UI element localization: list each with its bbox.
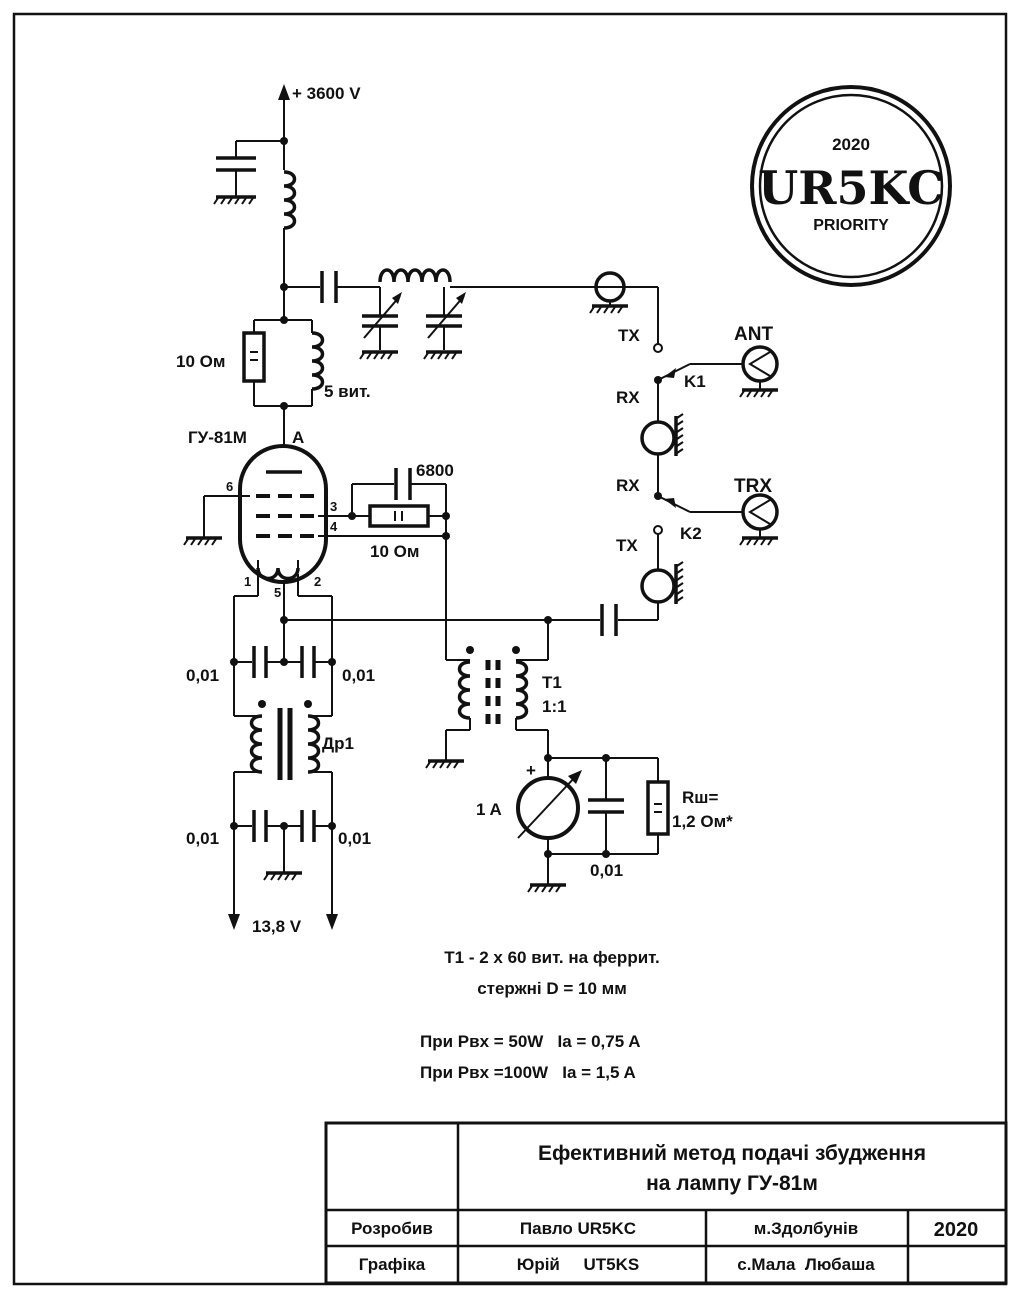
- choke-label: Др1: [322, 734, 354, 753]
- ground-icon: [213, 195, 256, 205]
- ground-icon: [527, 883, 566, 893]
- tube-gu81m: ГУ-81М A 6 3 4 1 5 2: [183, 428, 446, 600]
- choke-winding-icon: [249, 714, 263, 774]
- shunt-label: Rш=: [682, 788, 718, 807]
- anode-pin-label: A: [292, 428, 304, 447]
- title-block: Ефективний метод подачі збудження на лам…: [324, 1121, 1008, 1285]
- coax-connector-icon: [640, 420, 676, 456]
- row1-name: Павло UR5KC: [520, 1219, 636, 1238]
- title-line1: Ефективний метод подачі збудження: [538, 1142, 926, 1165]
- t1-ratio-label: 1:1: [542, 697, 567, 716]
- note-line4: При Рвх =100W Ia = 1,5 A: [420, 1063, 636, 1082]
- filament-voltage-label: 13,8 V: [252, 917, 302, 936]
- resistor-icon: [368, 504, 430, 528]
- relay-k1-label: K1: [684, 372, 706, 391]
- pin6-label: 6: [226, 479, 233, 494]
- relay-k2-tx-label: TX: [616, 536, 638, 555]
- coax-connector-icon: [640, 568, 676, 604]
- row1-place: м.Здолбунів: [754, 1219, 858, 1238]
- meter-cap-label: 0,01: [590, 861, 623, 880]
- ant-label: ANT: [734, 324, 773, 345]
- t1-core-icon: [485, 660, 501, 724]
- row2-name: Юрій UT5KS: [517, 1255, 639, 1274]
- t1-label: T1: [542, 673, 562, 692]
- ground-icon: [183, 536, 222, 546]
- filament-cap-left-top-label: 0,01: [186, 666, 219, 685]
- t1-primary-icon: [457, 660, 471, 720]
- ground-icon: [739, 536, 778, 546]
- t1-secondary-icon: [515, 660, 529, 720]
- ground-icon: [263, 871, 302, 881]
- row1-role: Розробив: [351, 1219, 433, 1238]
- relay-k1-rx-label: RX: [616, 388, 640, 407]
- pin2-label: 2: [314, 574, 321, 589]
- meter-plus-label: +: [526, 761, 536, 780]
- pin3-label: 3: [330, 499, 337, 514]
- meter-label: 1 A: [476, 800, 502, 819]
- note-line2: стержні D = 10 мм: [477, 979, 627, 998]
- relay-switching: TX RX K1 ANT RX K2 TRX: [548, 324, 779, 636]
- filament-cap-right-bot-label: 0,01: [338, 829, 371, 848]
- rf-choke-icon: [283, 170, 297, 230]
- ammeter-section: + 1 A Rш= 1,2 Ом* 0,01: [476, 754, 733, 893]
- relay-k2-label: K2: [680, 524, 702, 543]
- grid-resistor-label: 10 Ом: [370, 542, 419, 561]
- filament-cap-left-bot-label: 0,01: [186, 829, 219, 848]
- anode-suppressor: 10 Ом 5 вит.: [176, 316, 371, 448]
- relay-k2-rx-label: RX: [616, 476, 640, 495]
- stamp-callsign: UR5KC: [758, 161, 944, 215]
- note-line1: T1 - 2 х 60 вит. на феррит.: [444, 948, 659, 967]
- row2-role: Графіка: [359, 1255, 426, 1274]
- stamp-text: PRIORITY: [813, 217, 889, 234]
- title-line2: на лампу ГУ-81м: [646, 1172, 818, 1195]
- anode-resistor-label: 10 Ом: [176, 352, 225, 371]
- resistor-icon: [242, 331, 266, 383]
- grid-cap-label: 6800: [416, 461, 454, 480]
- pin5-label: 5: [274, 585, 281, 600]
- shunt-value-label: 1,2 Ом*: [672, 812, 733, 831]
- tank-coil-icon: [378, 268, 452, 283]
- hv-label: + 3600 V: [292, 84, 361, 103]
- notes: T1 - 2 х 60 вит. на феррит. стержні D = …: [420, 948, 660, 1082]
- stamp: 2020 UR5KC PRIORITY: [750, 85, 952, 287]
- choke-winding-icon: [307, 714, 321, 774]
- row1-year: 2020: [934, 1219, 979, 1241]
- filament-icon: [256, 567, 300, 581]
- output-network: [284, 268, 659, 360]
- hv-supply: + 3600 V: [213, 84, 361, 320]
- transformer-t1: T1 1:1: [425, 616, 567, 776]
- tube-name-label: ГУ-81М: [188, 428, 247, 447]
- anode-coil-label: 5 вит.: [324, 382, 371, 401]
- ground-icon: [359, 350, 398, 360]
- shunt-resistor-icon: [646, 780, 670, 836]
- filament-network: 0,01 0,01 Др1 0,01 0,01: [186, 574, 548, 936]
- row2-place: с.Мала Любаша: [737, 1255, 875, 1274]
- stamp-year: 2020: [832, 135, 870, 154]
- coil-icon: [311, 331, 325, 391]
- note-line3: При Рвх = 50W Ia = 0,75 A: [420, 1032, 641, 1051]
- ground-icon: [589, 304, 628, 314]
- trx-label: TRX: [734, 476, 772, 497]
- ground-icon: [739, 388, 778, 398]
- grid-network: 6800 10 Ом: [348, 461, 454, 640]
- pin1-label: 1: [244, 574, 251, 589]
- grid-electrodes: [256, 494, 314, 538]
- filament-cap-right-top-label: 0,01: [342, 666, 375, 685]
- ground-icon: [423, 350, 462, 360]
- ground-icon: [425, 759, 464, 769]
- relay-k1-tx-label: TX: [618, 326, 640, 345]
- pin4-label: 4: [330, 519, 338, 534]
